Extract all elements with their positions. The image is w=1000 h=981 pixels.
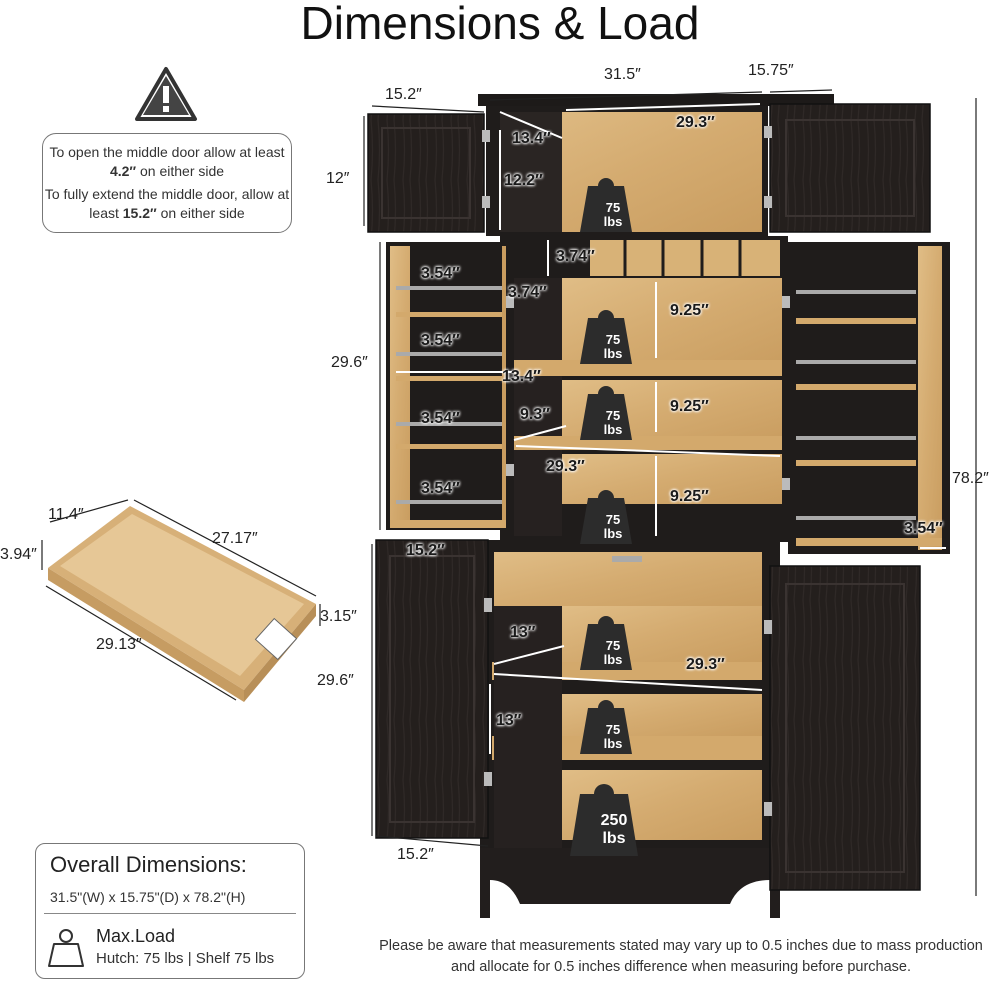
- door-shelf-3-label: 3.54″: [421, 410, 460, 427]
- top-door-width-label: 15.2″: [385, 86, 422, 103]
- shelf-gap-2-label: 9.25″: [670, 398, 709, 415]
- clearance-note-1-suffix: on either side: [136, 163, 225, 179]
- clearance-note-1-prefix: To open the middle door allow at least: [49, 144, 285, 160]
- drawer-inner-height-label: 3.15″: [320, 608, 357, 625]
- total-height-label: 78.2″: [952, 470, 989, 487]
- drawer-length-label: 27.17″: [212, 530, 258, 547]
- shelf1-load-unit: lbs: [603, 346, 623, 361]
- hutch-inner-height-label: 12.2″: [504, 172, 543, 189]
- drawer-height-label: 3.94″: [0, 546, 37, 563]
- door-shelf-2-label: 3.54″: [421, 332, 460, 349]
- lower-height-label: 29.6″: [317, 672, 354, 689]
- lower-shelf-depth-label: 13″: [510, 624, 536, 641]
- shelf3-load-value: 75: [605, 512, 621, 527]
- overall-dimensions-value: 31.5"(W) x 15.75"(D) x 78.2"(H): [50, 889, 246, 905]
- door-clearance-note: To open the middle door allow at least 4…: [42, 133, 292, 233]
- shelf1-load-value: 75: [605, 332, 621, 347]
- middle-height-label: 29.6″: [331, 354, 368, 371]
- door-shelf-1-label: 3.54″: [421, 265, 460, 282]
- overall-dimensions-box: Overall Dimensions: 31.5"(W) x 15.75"(D)…: [35, 843, 305, 979]
- measurement-disclaimer: Please be aware that measurements stated…: [379, 938, 983, 975]
- middle-shelf-depth-label: 9.3″: [520, 406, 550, 423]
- bottom-load-value: 250: [600, 812, 628, 829]
- shelf-gap-3-label: 9.25″: [670, 488, 709, 505]
- clearance-value-1: 4.2″: [109, 163, 137, 179]
- top-depth-label: 15.75″: [748, 62, 794, 79]
- page-title: Dimensions & Load: [300, 0, 700, 49]
- hutch-inner-depth-label: 13.4″: [512, 130, 551, 147]
- hutch-height-label: 12″: [326, 170, 350, 187]
- lower1-load-value: 75: [605, 638, 621, 653]
- hutch-load-value: 75: [605, 200, 621, 215]
- top-width-label: 31.5″: [604, 66, 641, 83]
- middle-width-label: 29.3″: [546, 458, 585, 475]
- middle-depth-label: 13.4″: [502, 368, 541, 385]
- weight-icon: [48, 929, 84, 967]
- lower1-load-unit: lbs: [603, 652, 623, 667]
- lower-door-width-bottom-label: 15.2″: [397, 846, 434, 863]
- shelf3-load-unit: lbs: [603, 526, 623, 541]
- shelf-gap-1-label: 9.25″: [670, 302, 709, 319]
- drawer-width-label: 11.4″: [48, 506, 84, 523]
- max-load-label: Max.Load: [96, 926, 176, 946]
- drawer-outer-length-label: 29.13″: [96, 636, 142, 653]
- divider: [44, 913, 296, 914]
- door-shelf-4-label: 3.54″: [421, 480, 460, 497]
- lower-gap-label: 13″: [496, 712, 522, 729]
- hutch-load-unit: lbs: [603, 214, 623, 229]
- clearance-note-2-suffix: on either side: [156, 205, 245, 221]
- shelf2-load-value: 75: [605, 408, 621, 423]
- lower-door-width-top-label: 15.2″: [406, 542, 445, 559]
- clearance-value-2: 15.2″: [122, 205, 157, 221]
- cubby-height-label: 3.74″: [556, 248, 595, 265]
- overall-dimensions-title: Overall Dimensions:: [50, 852, 247, 877]
- bottom-load-unit: lbs: [602, 830, 626, 847]
- lower2-load-unit: lbs: [603, 736, 623, 751]
- lower2-load-value: 75: [605, 722, 621, 737]
- clearance-note-2-prefix: To fully extend the middle door, allow a…: [44, 186, 290, 221]
- max-load-value: Hutch: 75 lbs | Shelf 75 lbs: [96, 950, 275, 967]
- right-door-shelf-label: 3.54″: [904, 520, 943, 537]
- cubby-depth-label: 3.74″: [508, 284, 547, 301]
- hutch-inner-width-label: 29.3″: [676, 114, 715, 131]
- warning-triangle-icon: [135, 67, 197, 121]
- shelf2-load-unit: lbs: [603, 422, 623, 437]
- lower-width-label: 29.3″: [686, 656, 725, 673]
